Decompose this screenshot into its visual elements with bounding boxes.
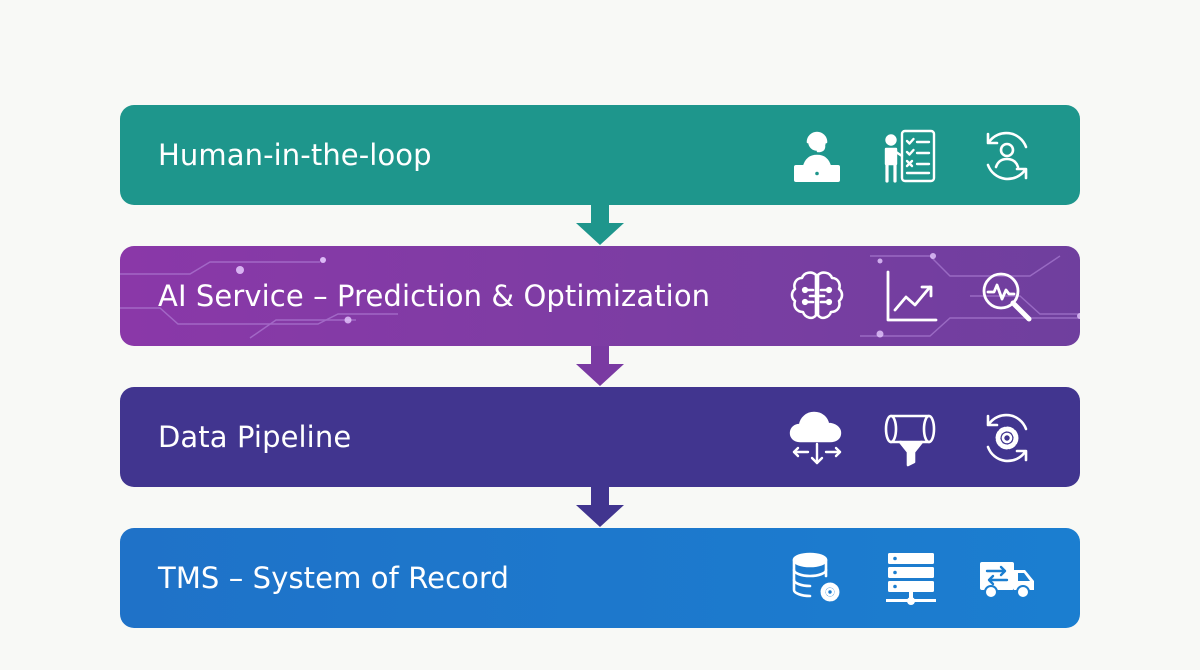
- pipeline-filter-icon: [880, 407, 942, 469]
- layer-label-tms: TMS – System of Record: [158, 561, 510, 595]
- user-sync-icon: [976, 125, 1038, 187]
- checklist-icon: [880, 125, 942, 187]
- connector-arrow-2: [576, 346, 624, 386]
- support-agent-icon: [786, 125, 848, 187]
- delivery-truck-icon: [976, 548, 1038, 610]
- growth-chart-icon: [880, 266, 942, 328]
- layer-ai-service: AI Service – Prediction & Optimization: [120, 246, 1080, 346]
- layer-label-human-in-the-loop: Human-in-the-loop: [158, 138, 432, 172]
- layer-data-pipeline: Data Pipeline: [120, 387, 1080, 487]
- database-gear-icon: [786, 548, 848, 610]
- layer-label-data-pipeline: Data Pipeline: [158, 420, 352, 454]
- server-network-icon: [880, 548, 942, 610]
- gear-sync-icon: [976, 407, 1038, 469]
- layer-label-ai-service: AI Service – Prediction & Optimization: [158, 279, 711, 313]
- connector-arrow-3: [576, 487, 624, 527]
- connector-arrow-1: [576, 205, 624, 245]
- ai-brain-icon: [786, 266, 848, 328]
- layer-human-in-the-loop: Human-in-the-loop: [120, 105, 1080, 205]
- layer-tms: TMS – System of Record: [120, 528, 1080, 628]
- analytics-search-icon: [976, 266, 1038, 328]
- cloud-transfer-icon: [786, 407, 848, 469]
